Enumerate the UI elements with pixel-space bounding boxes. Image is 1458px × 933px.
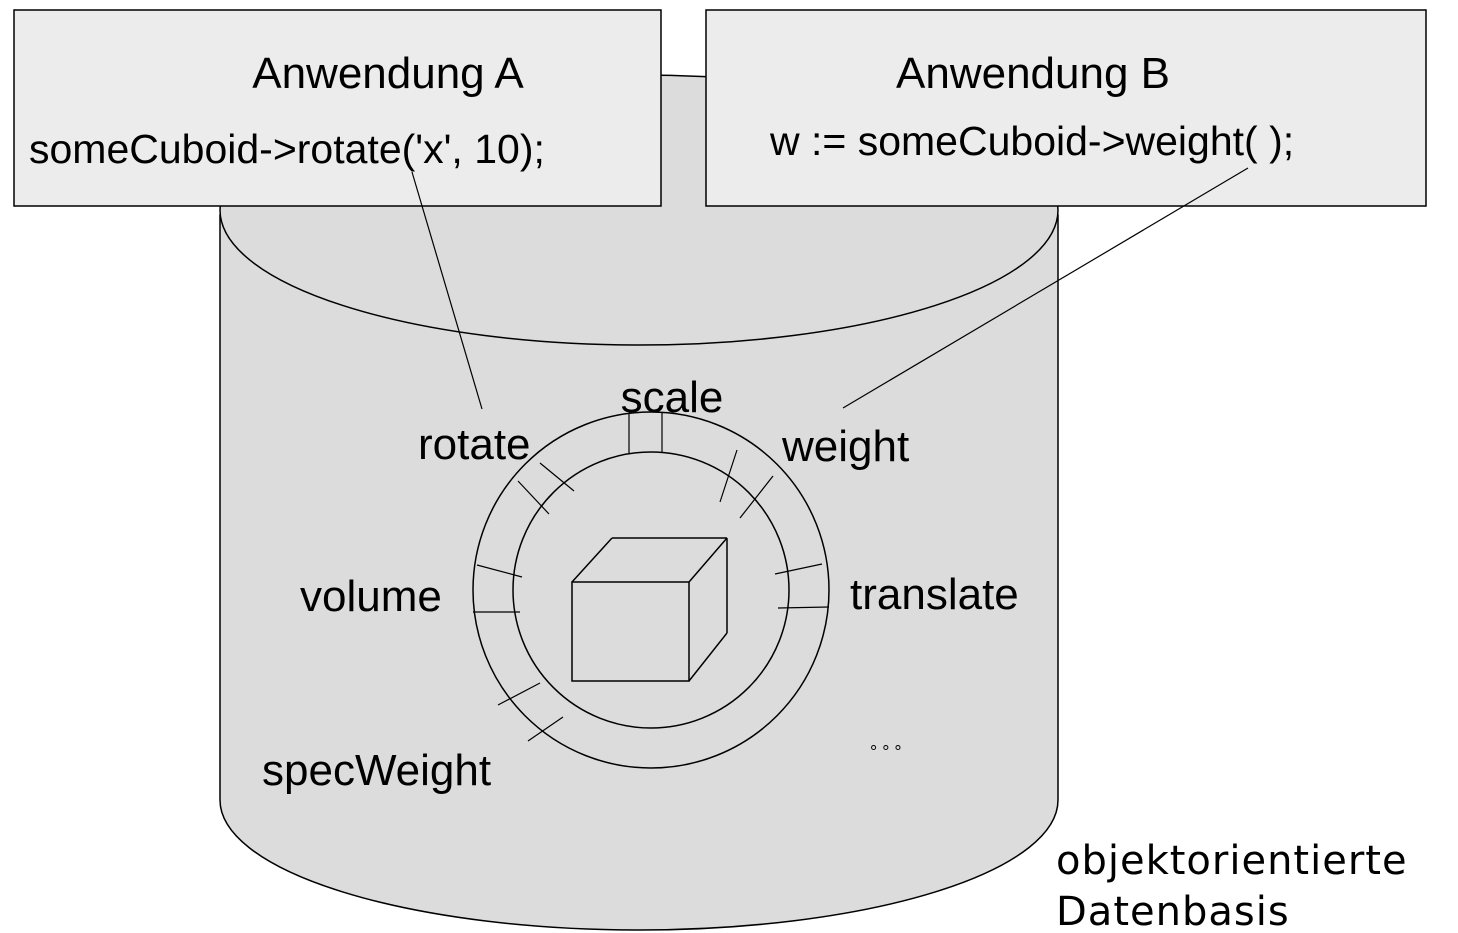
method-label-translate: translate (850, 570, 1019, 619)
method-label-volume: volume (300, 572, 442, 621)
database-label-line1: objektorientierte (1056, 838, 1408, 884)
application-a-code: someCuboid->rotate('x', 10); (29, 126, 545, 172)
cuboid-object (472, 411, 830, 769)
application-b-code: w := someCuboid->weight( ); (769, 118, 1294, 164)
application-b-title: Anwendung B (896, 49, 1170, 98)
method-slot-dividers (473, 413, 830, 742)
method-label-specweight: specWeight (262, 746, 491, 795)
method-label-rotate: rotate (418, 420, 531, 469)
application-b-box: Anwendung B w := someCuboid->weight( ); (705, 9, 1427, 207)
method-label-weight: weight (781, 422, 909, 471)
call-line-rotate (411, 171, 483, 410)
cube-icon (571, 537, 728, 682)
method-label-scale: scale (621, 373, 724, 422)
application-a-box: Anwendung A someCuboid->rotate('x', 10); (13, 9, 662, 207)
call-line-weight (842, 167, 1249, 409)
database-label-line2: Datenbasis (1056, 889, 1290, 933)
method-ring-inner (512, 451, 790, 729)
ellipsis-more-methods: ° ° ° (870, 742, 902, 762)
application-a-title: Anwendung A (252, 49, 524, 98)
